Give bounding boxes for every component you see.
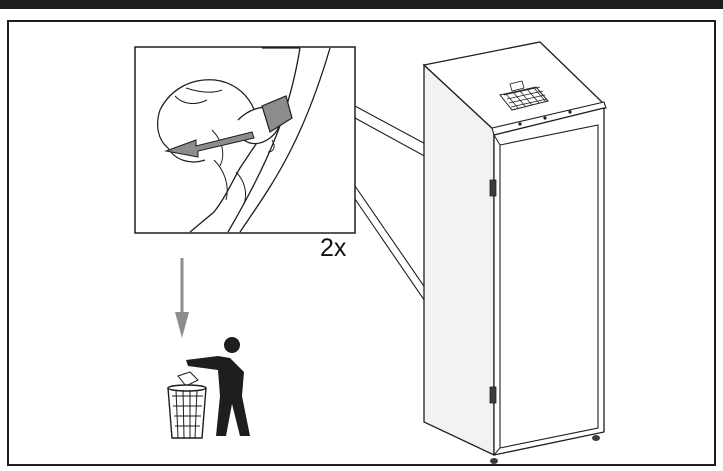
quantity-label: 2x bbox=[320, 234, 347, 262]
top-vent-grille bbox=[499, 80, 549, 111]
refrigerator bbox=[422, 41, 607, 464]
dispose-in-bin-icon bbox=[167, 337, 250, 439]
down-arrow-icon bbox=[175, 258, 189, 338]
detail-inset bbox=[134, 46, 356, 234]
hand-removing-transport-clip-icon bbox=[157, 79, 293, 233]
header-bar bbox=[0, 0, 723, 9]
